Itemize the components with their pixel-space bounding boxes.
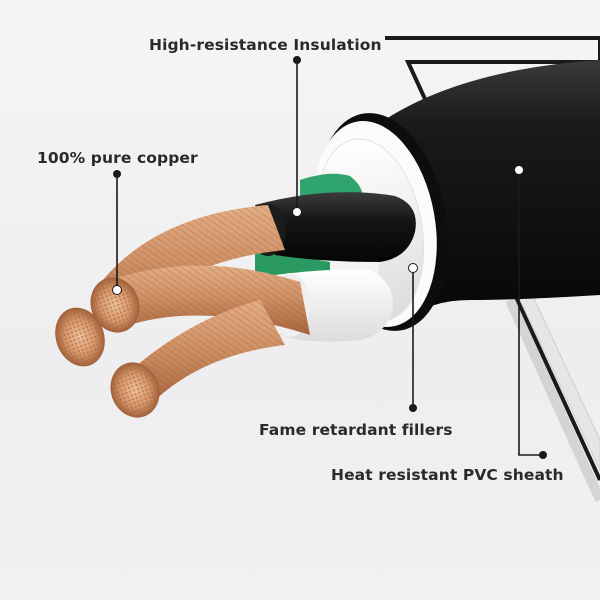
copper-label: 100% pure copper — [37, 149, 198, 167]
fillers-label: Fame retardant fillers — [259, 421, 453, 439]
leader-insulation — [292, 56, 302, 217]
leader-fillers — [408, 263, 418, 412]
insulation-label: High-resistance Insulation — [149, 36, 382, 54]
sheath-label: Heat resistant PVC sheath — [331, 466, 564, 484]
leader-copper — [112, 170, 122, 295]
copper-conductors — [55, 205, 310, 418]
leader-sheath — [514, 165, 547, 459]
